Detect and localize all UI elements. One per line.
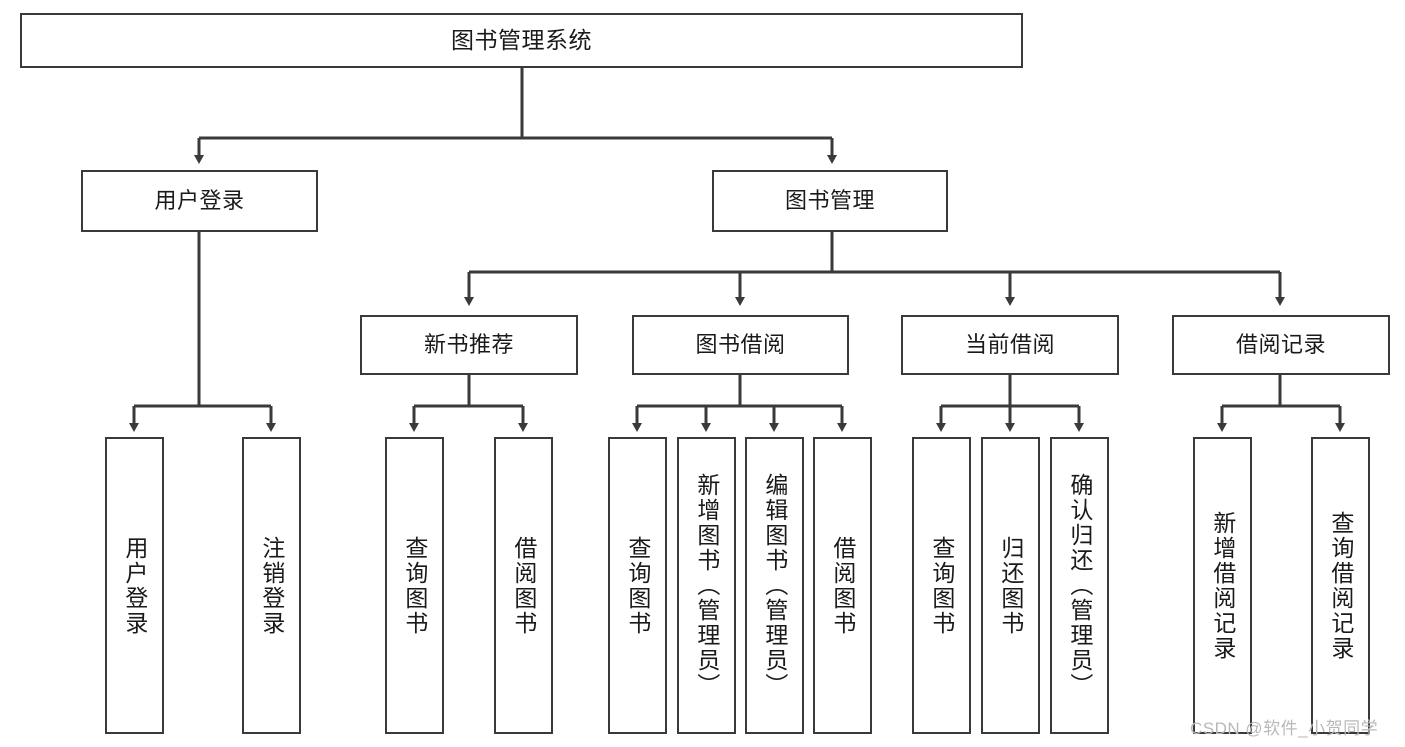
leaf-new-book-query[interactable]: 查询图书 <box>385 437 444 734</box>
node-new-book-recommendation[interactable]: 新书推荐 <box>360 315 578 375</box>
node-label: 新书推荐 <box>423 332 514 358</box>
leaf-current-confirm-return-admin[interactable]: 确认归还（管理员） <box>1050 437 1109 734</box>
node-label: 借阅记录 <box>1235 332 1326 358</box>
leaf-borrow-edit-book-admin[interactable]: 编辑图书（管理员） <box>745 437 804 734</box>
leaf-new-book-borrow[interactable]: 借阅图书 <box>494 437 553 734</box>
leaf-records-query-record[interactable]: 查询借阅记录 <box>1311 437 1370 734</box>
node-label: 查询图书 <box>624 535 651 636</box>
node-label: 确认归还（管理员） <box>1066 473 1093 698</box>
node-borrowing-records[interactable]: 借阅记录 <box>1172 315 1390 375</box>
node-label: 查询图书 <box>928 535 955 636</box>
node-book-borrowing[interactable]: 图书借阅 <box>632 315 849 375</box>
node-current-borrowing[interactable]: 当前借阅 <box>901 315 1119 375</box>
node-label: 图书管理系统 <box>451 26 592 53</box>
leaf-current-query-book[interactable]: 查询图书 <box>912 437 971 734</box>
leaf-records-add-record[interactable]: 新增借阅记录 <box>1193 437 1252 734</box>
node-label: 新增借阅记录 <box>1209 510 1236 661</box>
node-root-book-management-system[interactable]: 图书管理系统 <box>20 13 1023 68</box>
node-label: 归还图书 <box>997 535 1024 636</box>
node-label: 借阅图书 <box>510 535 537 636</box>
node-label: 新增图书（管理员） <box>693 473 720 698</box>
leaf-current-return-book[interactable]: 归还图书 <box>981 437 1040 734</box>
node-label: 借阅图书 <box>829 535 856 636</box>
leaf-user-login-signin[interactable]: 用户登录 <box>105 437 164 734</box>
node-label: 注销登录 <box>258 535 285 636</box>
leaf-borrow-borrow-book[interactable]: 借阅图书 <box>813 437 872 734</box>
leaf-user-login-signout[interactable]: 注销登录 <box>242 437 301 734</box>
node-label: 编辑图书（管理员） <box>761 473 788 698</box>
node-label: 查询图书 <box>401 535 428 636</box>
node-user-login[interactable]: 用户登录 <box>81 170 318 232</box>
node-label: 图书管理 <box>784 188 875 214</box>
leaf-borrow-query-book[interactable]: 查询图书 <box>608 437 667 734</box>
node-label: 当前借阅 <box>964 332 1055 358</box>
leaf-borrow-add-book-admin[interactable]: 新增图书（管理员） <box>677 437 736 734</box>
node-label: 用户登录 <box>121 535 148 636</box>
node-book-management[interactable]: 图书管理 <box>712 170 948 232</box>
node-label: 图书借阅 <box>695 332 786 358</box>
node-label: 用户登录 <box>154 188 245 214</box>
csdn-watermark: CSDN @软件_小贺同学 <box>1190 719 1379 738</box>
node-label: 查询借阅记录 <box>1327 510 1354 661</box>
